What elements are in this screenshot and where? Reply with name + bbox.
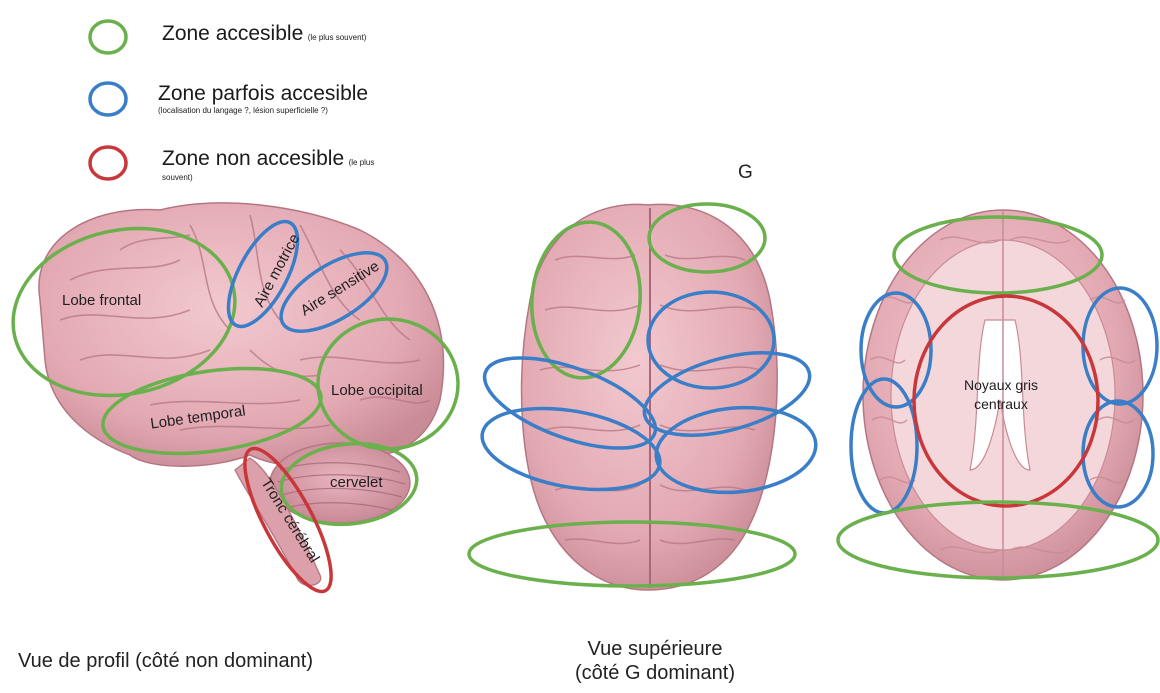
legend-not-accessible-note-1: (le plus: [349, 158, 375, 167]
label-basal-ganglia-2: centraux: [946, 396, 1056, 412]
legend-partial-label: Zone parfois accesible: [158, 82, 368, 106]
left-hemisphere-marker: G: [738, 162, 753, 184]
legend-not-accessible-label: Zone non accesible: [162, 147, 344, 170]
legend-blue-oval: [90, 83, 126, 115]
legend-green-oval: [90, 21, 126, 53]
legend-accessible: Zone accesible (le plus souvent): [162, 22, 366, 46]
caption-profile: Vue de profil (côté non dominant): [18, 649, 313, 673]
legend-red-oval: [90, 147, 126, 179]
label-basal-ganglia-1: Noyaux gris: [946, 377, 1056, 393]
label-cerebellum: cervelet: [330, 474, 383, 491]
label-frontal: Lobe frontal: [62, 292, 141, 309]
legend-accessible-label: Zone accesible: [162, 22, 303, 45]
legend-partial-note: (localisation du langage ?, lésion super…: [158, 106, 368, 115]
legend-not-accessible-note-2: souvent): [162, 173, 193, 182]
caption-superior-2: (côté G dominant): [545, 661, 765, 685]
caption-superior-1: Vue supérieure: [545, 637, 765, 661]
legend-partial: Zone parfois accesible (localisation du …: [158, 82, 368, 115]
label-occipital: Lobe occipital: [331, 382, 423, 399]
legend-not-accessible: Zone non accesible (le plus: [162, 147, 374, 171]
legend-accessible-note: (le plus souvent): [308, 33, 367, 42]
